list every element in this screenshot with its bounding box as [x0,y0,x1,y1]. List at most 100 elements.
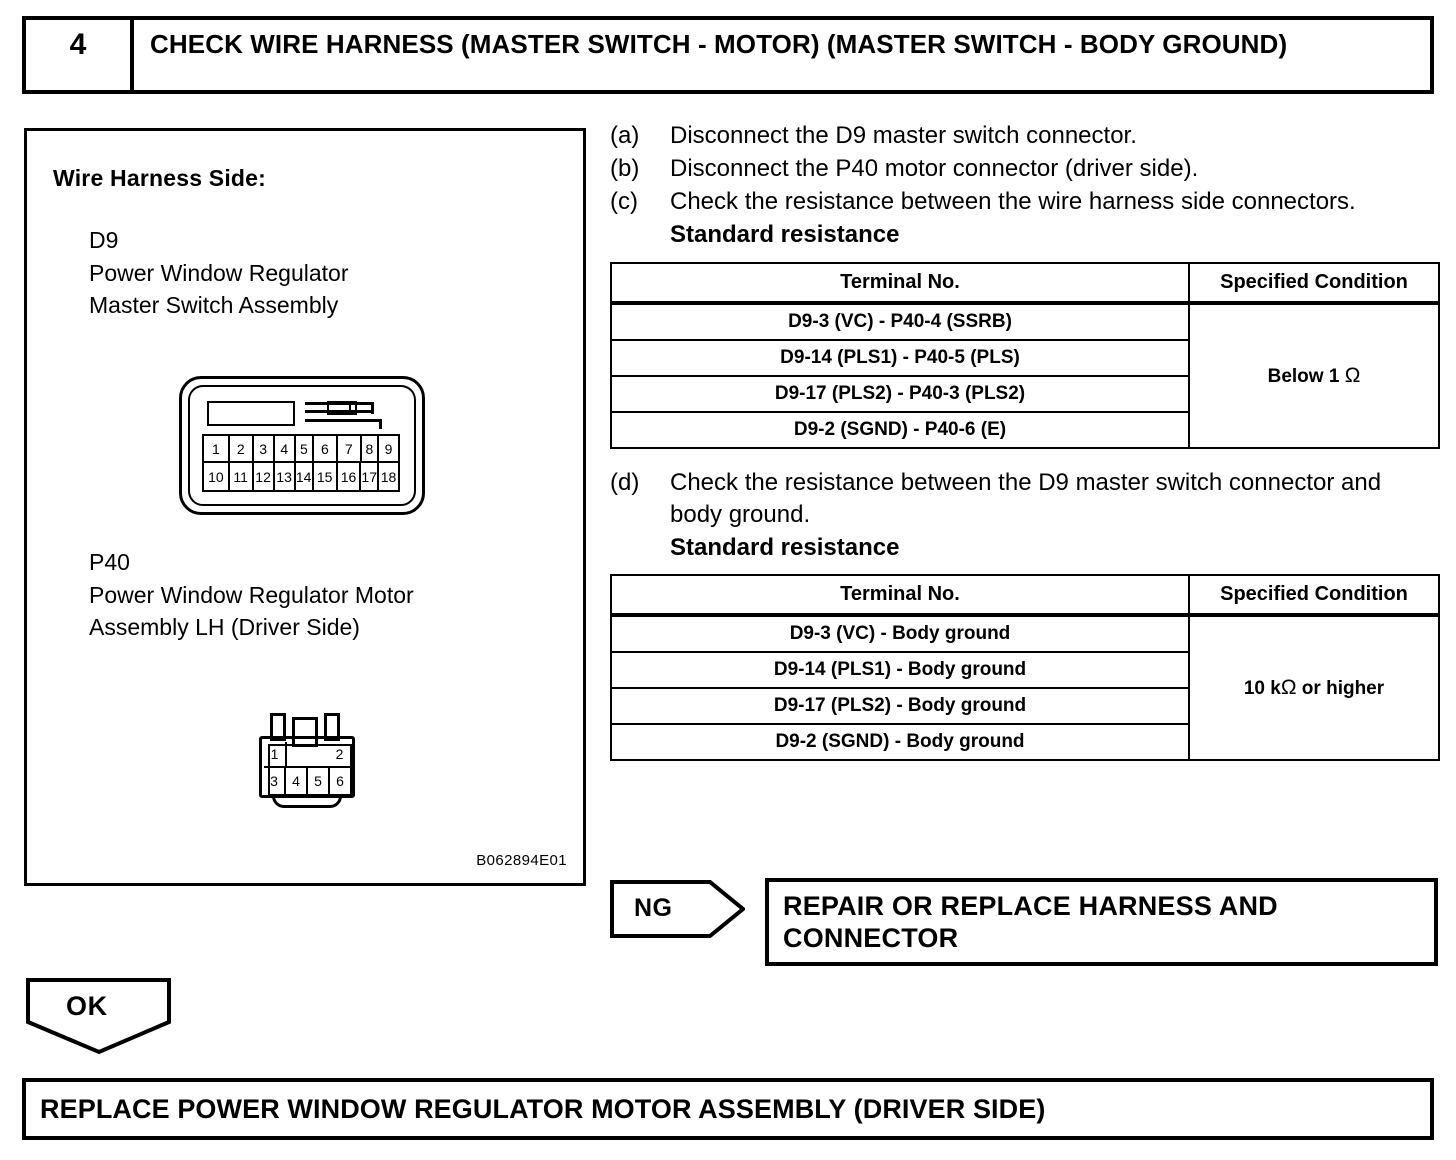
d9-pin-14: 14 [296,463,314,490]
d9-rib-line-1 [305,402,373,405]
table1-terminal-4: D9-2 (SGND) - P40-6 (E) [610,410,1190,449]
p40-pin-grid: 1 2 3 4 5 6 [264,742,350,794]
instruction-c-text: Check the resistance between the wire ha… [670,188,1356,216]
p40-pin-row-bottom: 3 4 5 6 [264,768,350,794]
d9-rib-line-3 [305,419,381,422]
p40-tab-right [324,713,340,741]
final-action-bar: REPLACE POWER WINDOW REGULATOR MOTOR ASS… [22,1078,1434,1140]
instruction-b-text: Disconnect the P40 motor connector (driv… [670,155,1199,183]
ohm-symbol-icon: Ω [1280,676,1297,700]
table2-terminal-3: D9-17 (PLS2) - Body ground [610,687,1190,726]
d9-pin-1: 1 [204,436,230,463]
standard-resistance-heading-1-spacer [610,219,670,251]
instruction-d: (d) Check the resistance between the D9 … [610,467,1438,531]
d9-pin-3: 3 [253,436,275,463]
table2-header-terminal: Terminal No. [610,574,1190,618]
d9-pin-10: 10 [204,463,230,490]
table-row: D9-17 (PLS2) - P40-3 (PLS2) [610,374,1439,413]
step-header: 4 CHECK WIRE HARNESS (MASTER SWITCH - MO… [22,16,1434,94]
step-title: CHECK WIRE HARNESS (MASTER SWITCH - MOTO… [150,29,1288,59]
d9-pin-9: 9 [378,436,398,463]
d9-rib-line-2 [305,410,373,413]
table1-condition: Below 1 Ω [1188,301,1440,449]
table1-terminal-3: D9-17 (PLS2) - P40-3 (PLS2) [610,374,1190,413]
d9-pin-6: 6 [313,436,338,463]
table2-terminal-2: D9-14 (PLS1) - Body ground [610,651,1190,690]
d9-pin-8: 8 [361,436,379,463]
p40-pin-row-top: 1 2 [264,742,350,768]
step-number: 4 [69,28,87,61]
d9-shell-outer [179,376,425,515]
d9-pin-18: 18 [380,468,397,485]
p40-shell-foot [272,796,342,808]
standard-resistance-heading-2: Standard resistance [670,533,900,561]
ok-badge-label: OK [66,991,108,1021]
p40-connector-label: P40 Power Window Regulator Motor Assembl… [89,549,414,641]
table2-header-row: Terminal No. Specified Condition [610,574,1440,618]
table-row: D9-2 (SGND) - P40-6 (E) [610,410,1439,449]
table2-condition-suffix: or higher [1296,678,1385,700]
d9-pin-5: 5 [295,436,314,463]
p40-pin-4: 4 [286,768,308,794]
instruction-a-text: Disconnect the D9 master switch connecto… [670,122,1137,149]
standard-resistance-heading-1-row: Standard resistance [610,219,1438,251]
ok-badge: OK [26,978,171,1056]
ng-result-text: REPAIR OR REPLACE HARNESS AND CONNECTOR [783,891,1278,954]
step-number-cell: 4 [26,20,134,90]
p40-pin-3: 3 [264,768,286,794]
d9-pin-row-top: 1 2 3 4 5 6 7 8 9 [204,436,398,463]
table2-condition: 10 kΩ or higher [1188,614,1440,762]
wire-harness-diagram-panel: Wire Harness Side: D9 Power Window Regul… [24,128,586,886]
d9-pin-15: 15 [314,463,338,490]
standard-resistance-heading-2-row: Standard resistance [610,532,1438,564]
d9-pin-12: 12 [254,463,275,490]
ohm-symbol-icon: Ω [1344,363,1361,387]
d9-lock-slot-tick [349,401,351,415]
table2-terminal-1: D9-3 (VC) - Body ground [610,614,1190,654]
d9-rib-cap [371,402,374,414]
instruction-a: (a) Disconnect the D9 master switch conn… [610,120,1438,152]
d9-connector-label: D9 Power Window Regulator Master Switch … [89,227,349,319]
step-title-cell: CHECK WIRE HARNESS (MASTER SWITCH - MOTO… [134,20,1430,90]
d9-pin-16: 16 [338,463,362,490]
p40-shell-inner [268,744,352,796]
resistance-table-body-ground: Terminal No. Specified Condition D9-3 (V… [610,574,1440,762]
standard-resistance-heading-1: Standard resistance [670,221,900,249]
table2-header-condition: Specified Condition [1188,574,1440,618]
p40-pin-gap-a [287,742,308,768]
d9-pin-7: 7 [337,436,362,463]
p40-connector-drawing: 1 2 3 4 5 6 [250,701,365,816]
table2-terminal-4: D9-2 (SGND) - Body ground [610,723,1190,762]
p40-pin-6: 6 [336,773,344,789]
instruction-c: (c) Check the resistance between the wir… [610,186,1438,218]
procedure-column: (a) Disconnect the D9 master switch conn… [610,120,1440,762]
table1-header-condition: Specified Condition [1188,261,1440,305]
standard-resistance-heading-2-spacer [610,532,670,564]
table-row: D9-3 (VC) - Body ground 10 kΩ or higher [610,614,1440,762]
p40-tab-left [270,713,286,741]
table1-header-row: Terminal No. Specified Condition [610,261,1440,305]
table-row: D9-14 (PLS1) - Body ground [610,651,1439,690]
d9-pin-row-bottom: 10 11 12 13 14 15 16 17 18 [204,463,398,490]
instruction-a-marker: (a) [610,122,640,149]
d9-key-bar [207,401,295,426]
d9-pin-11: 11 [230,463,254,490]
table2-condition-prefix: 10 k [1243,678,1281,700]
d9-pin-17: 17 [361,463,379,490]
ng-badge-label: NG [634,894,673,922]
ng-branch: NG REPAIR OR REPLACE HARNESS AND CONNECT… [610,878,1438,968]
d9-pin-13: 13 [275,463,296,490]
final-action-text: REPLACE POWER WINDOW REGULATOR MOTOR ASS… [40,1093,1046,1124]
d9-pin-grid: 1 2 3 4 5 6 7 8 9 10 11 12 13 14 15 16 1… [202,434,400,492]
instruction-b: (b) Disconnect the P40 motor connector (… [610,153,1438,185]
table-row: D9-2 (SGND) - Body ground [610,723,1439,762]
table-row: D9-17 (PLS2) - Body ground [610,687,1439,726]
p40-pin-gap-b [308,742,329,768]
ng-result-box: REPAIR OR REPLACE HARNESS AND CONNECTOR [765,878,1438,966]
p40-pin-5: 5 [308,768,330,794]
d9-pin-4: 4 [274,436,296,463]
table-row: D9-14 (PLS1) - P40-5 (PLS) [610,338,1439,377]
resistance-table-harness: Terminal No. Specified Condition D9-3 (V… [610,261,1440,449]
d9-connector-drawing: 1 2 3 4 5 6 7 8 9 10 11 12 13 14 15 16 1… [179,376,425,515]
instruction-b-marker: (b) [610,155,640,183]
